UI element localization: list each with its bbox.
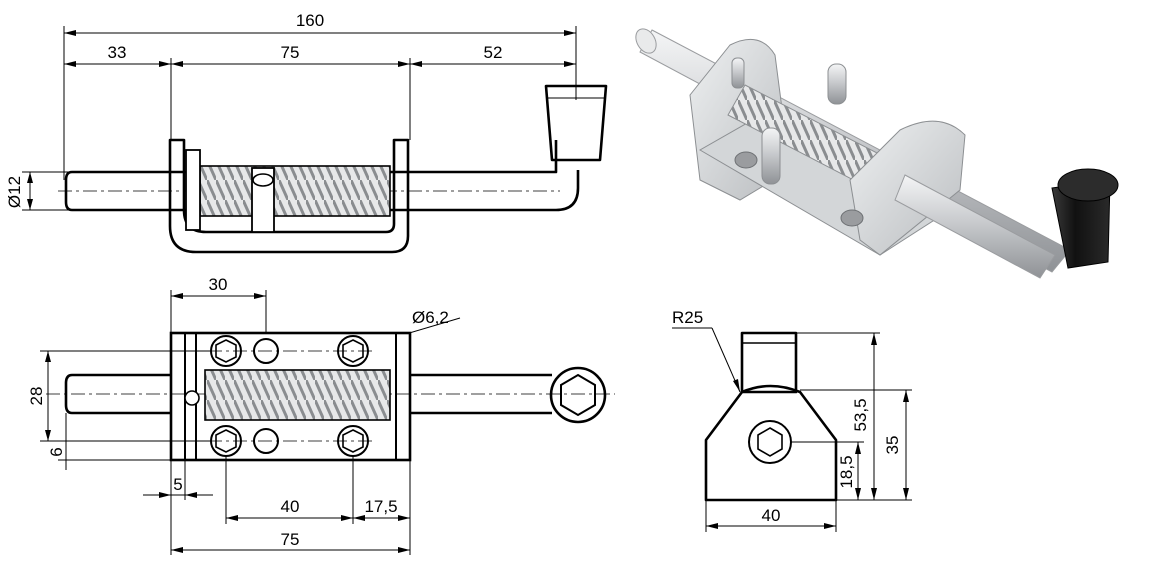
dim-height: 35 <box>883 436 902 455</box>
dim-bolt-spacing-inner: 40 <box>281 497 300 516</box>
dim-bolt-edge: 17,5 <box>364 497 397 516</box>
dim-body-length-bottom: 75 <box>281 530 300 549</box>
dim-body-length-top: 75 <box>281 43 300 62</box>
dim-flange: 5 <box>173 475 182 494</box>
dim-width: 40 <box>762 506 781 525</box>
dim-handle-offset: 52 <box>484 43 503 62</box>
dim-hole-spacing-y: 28 <box>27 387 46 406</box>
dim-left-pin: 33 <box>108 43 127 62</box>
dim-overall-length: 160 <box>296 11 324 30</box>
isometric-render <box>635 28 1119 279</box>
dim-pin-offset-y: 6 <box>47 447 66 456</box>
dim-bolt-spacing-x: 30 <box>209 275 228 294</box>
dim-pin-height: 18,5 <box>837 455 856 488</box>
end-view: R25 53,5 35 18,5 40 <box>672 308 912 532</box>
dim-pin-diameter: Ø12 <box>5 176 24 208</box>
elevation-view: 160 33 75 52 Ø12 <box>5 11 608 254</box>
plan-view: 30 Ø6,2 <box>27 275 615 555</box>
dim-hole-diameter: Ø6,2 <box>412 308 449 327</box>
dim-height-to-handle: 53,5 <box>851 398 870 431</box>
dim-radius: R25 <box>672 308 703 327</box>
